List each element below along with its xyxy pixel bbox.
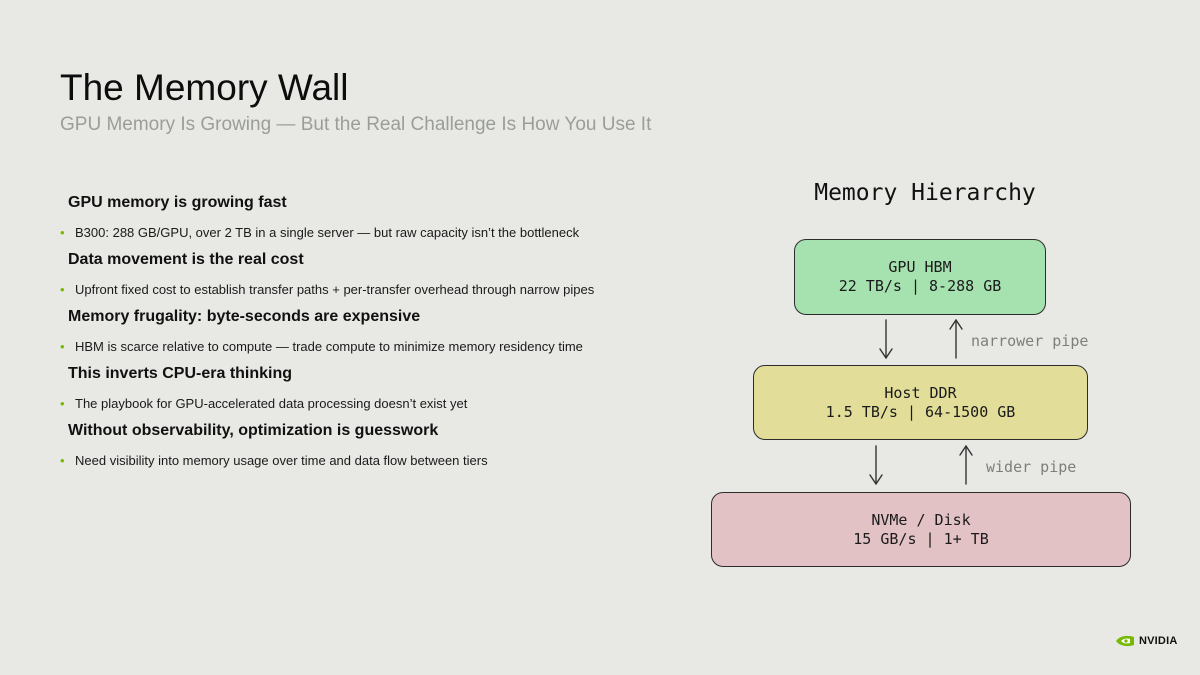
nvidia-logo: NVIDIA	[1115, 634, 1177, 648]
bullet-item: • HBM is scarce relative to compute — tr…	[60, 339, 660, 355]
bullet-dot-icon: •	[60, 396, 65, 411]
slide-title: The Memory Wall	[60, 67, 349, 108]
bullet-dot-icon: •	[60, 225, 65, 240]
section-memory-frugality: Memory frugality: byte-seconds are expen…	[60, 306, 660, 355]
arrow-up-ddr-to-hbm-icon	[949, 319, 963, 359]
tier-nvme-disk: NVMe / Disk 15 GB/s | 1+ TB	[711, 492, 1131, 567]
bullet-item: • Upfront fixed cost to establish transf…	[60, 282, 660, 298]
bullet-text: B300: 288 GB/GPU, over 2 TB in a single …	[75, 225, 580, 240]
pipe-label-wider: wider pipe	[986, 458, 1077, 476]
tier-stats: 15 GB/s | 1+ TB	[853, 529, 989, 548]
tier-gpu-hbm: GPU HBM 22 TB/s | 8-288 GB	[794, 239, 1046, 315]
bullet-dot-icon: •	[60, 339, 65, 354]
arrow-up-nvme-to-ddr-icon	[959, 445, 973, 485]
section-heading: GPU memory is growing fast	[68, 194, 287, 211]
section-observability: Without observability, optimization is g…	[60, 420, 660, 469]
arrow-down-ddr-to-nvme-icon	[869, 445, 883, 485]
section-heading: This inverts CPU-era thinking	[68, 365, 293, 382]
bullet-item: • Need visibility into memory usage over…	[60, 453, 660, 469]
bullet-text: The playbook for GPU-accelerated data pr…	[75, 396, 468, 411]
diagram-arrows	[869, 319, 973, 485]
section-heading: Memory frugality: byte-seconds are expen…	[68, 308, 421, 325]
tier-host-ddr: Host DDR 1.5 TB/s | 64-1500 GB	[753, 365, 1088, 440]
bullet-dot-icon: •	[60, 453, 65, 468]
bullet-text: HBM is scarce relative to compute — trad…	[75, 339, 583, 354]
bullet-text: Need visibility into memory usage over t…	[75, 453, 488, 468]
pipe-label-narrower: narrower pipe	[971, 332, 1089, 350]
tier-name: NVMe / Disk	[871, 510, 971, 529]
bullet-dot-icon: •	[60, 282, 65, 297]
nvidia-eye-icon	[1116, 635, 1134, 647]
tier-name: GPU HBM	[888, 258, 952, 276]
bullet-item: • The playbook for GPU-accelerated data …	[60, 396, 660, 412]
tier-stats: 1.5 TB/s | 64-1500 GB	[825, 402, 1016, 421]
key-points: GPU memory is growing fast • B300: 288 G…	[60, 192, 660, 469]
section-heading: Data movement is the real cost	[68, 251, 304, 268]
arrow-down-hbm-to-ddr-icon	[879, 319, 893, 359]
bullet-item: • B300: 288 GB/GPU, over 2 TB in a singl…	[60, 225, 660, 241]
section-memory-growth: GPU memory is growing fast • B300: 288 G…	[60, 192, 660, 241]
tier-stats: 22 TB/s | 8-288 GB	[838, 277, 1002, 295]
logo-wordmark: NVIDIA	[1139, 635, 1178, 647]
section-data-movement: Data movement is the real cost • Upfront…	[60, 249, 660, 298]
memory-hierarchy-diagram: Memory Hierarchy GPU HBM 22 TB/s | 8-288	[700, 170, 1150, 590]
tier-name: Host DDR	[884, 383, 957, 402]
slide-subtitle: GPU Memory Is Growing — But the Real Cha…	[60, 114, 652, 135]
section-heading: Without observability, optimization is g…	[68, 422, 439, 439]
section-cpu-era: This inverts CPU-era thinking • The play…	[60, 363, 660, 412]
diagram-title: Memory Hierarchy	[814, 180, 1036, 206]
bullet-text: Upfront fixed cost to establish transfer…	[75, 282, 595, 297]
